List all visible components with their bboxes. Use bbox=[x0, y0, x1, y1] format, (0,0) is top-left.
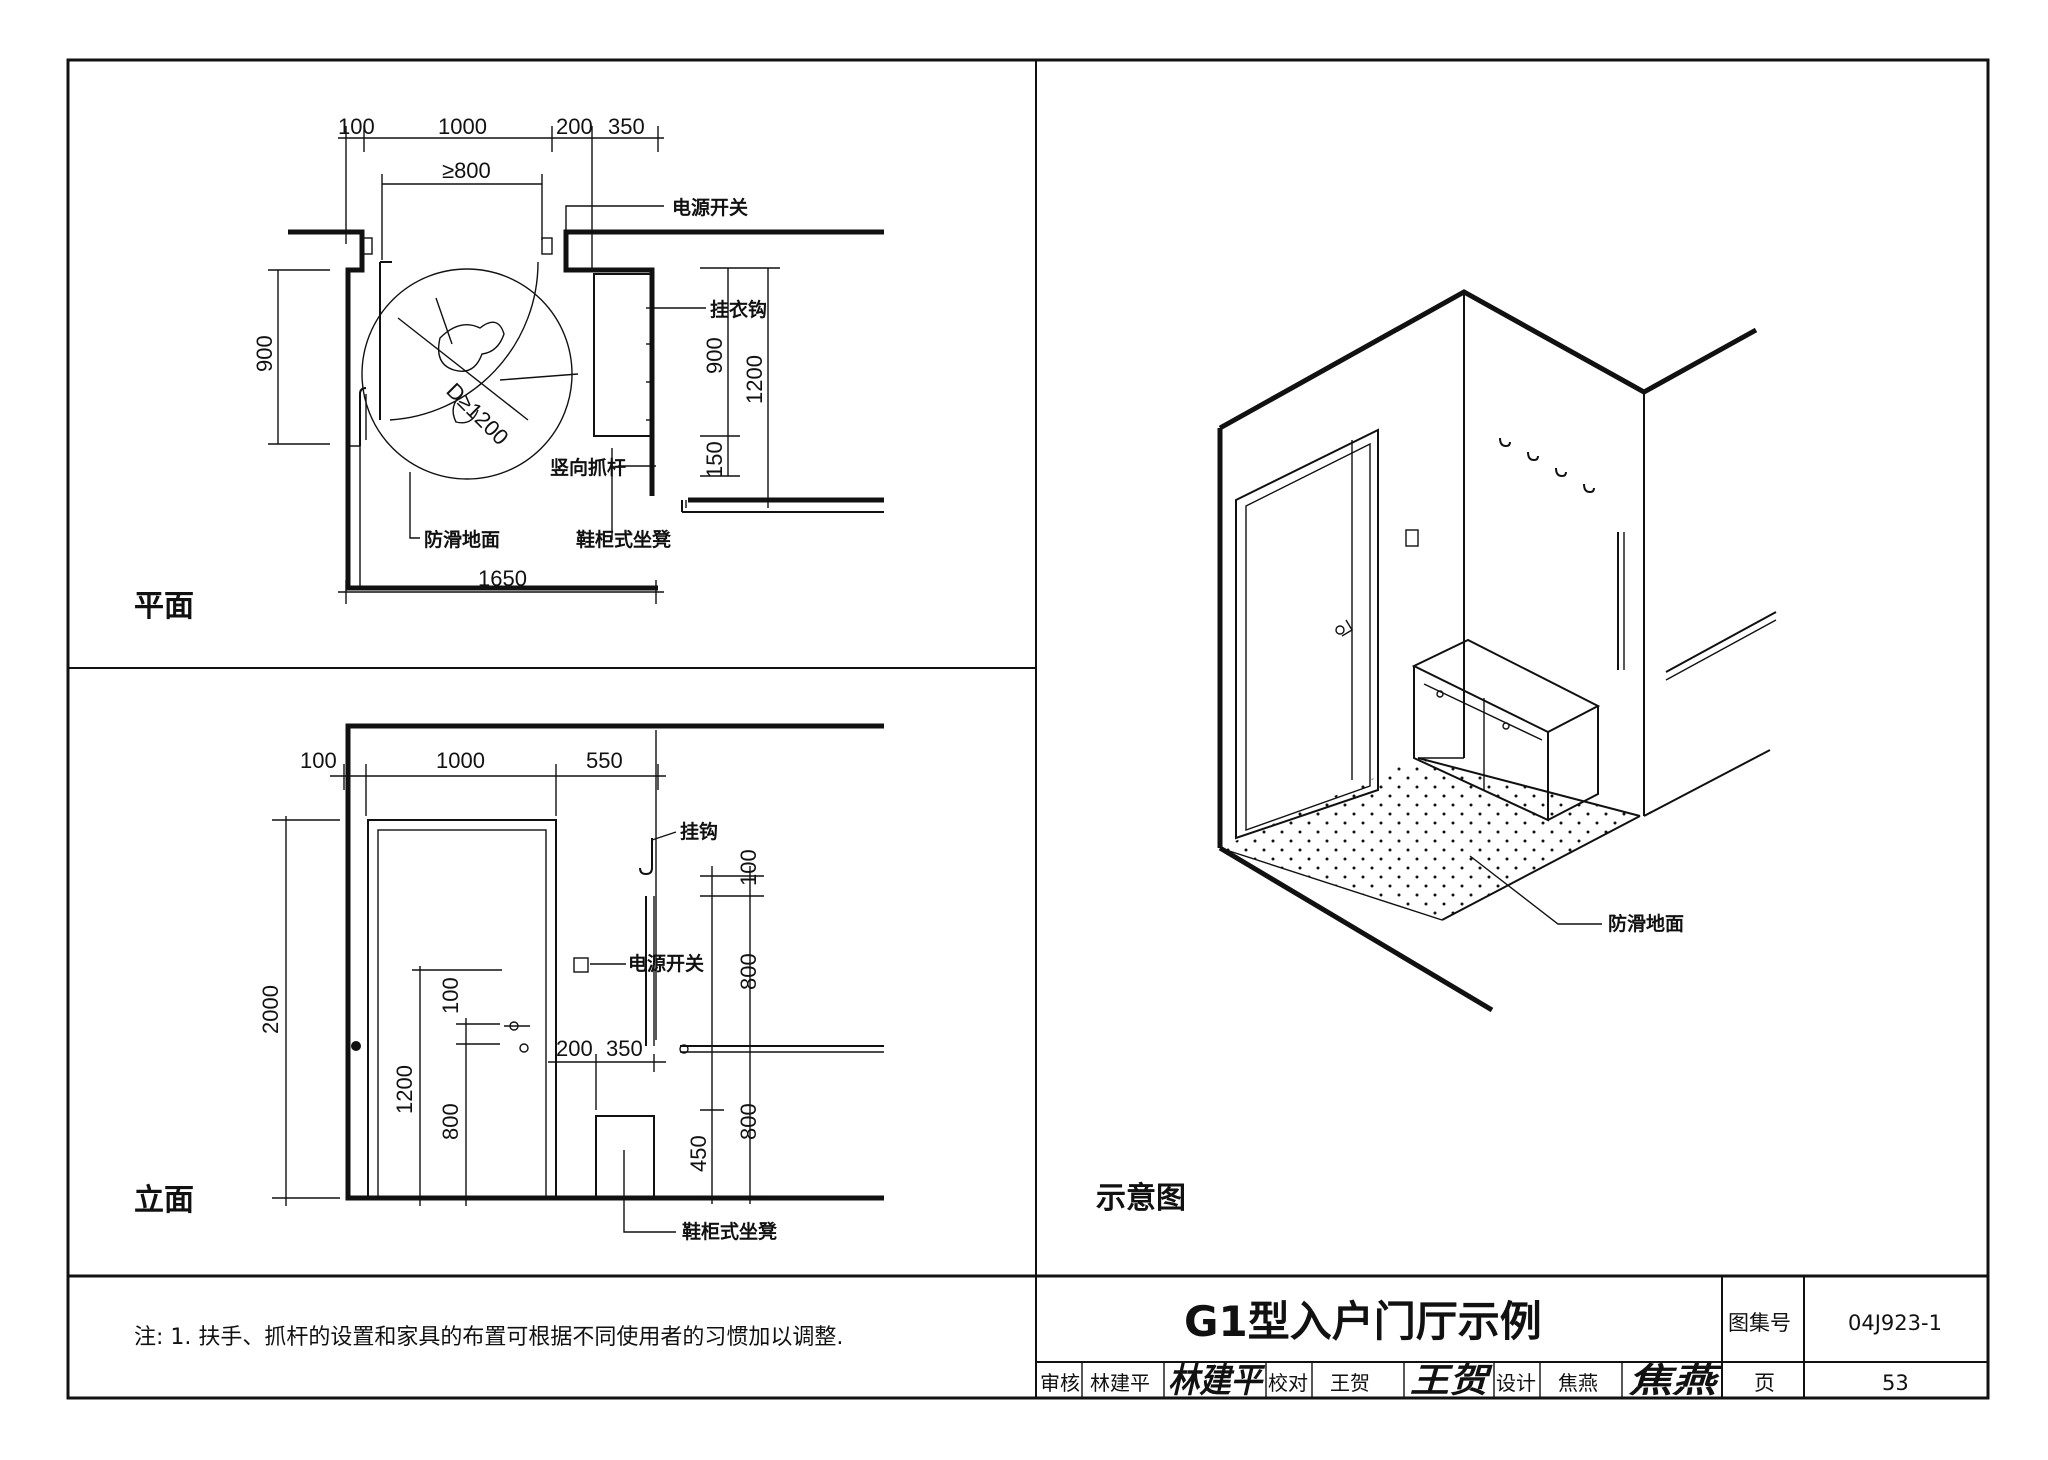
plan-dim-min-800: ≥800 bbox=[442, 158, 491, 183]
drawing-title: G1型入户门厅示例 bbox=[1184, 1297, 1542, 1346]
elev-dim-100: 100 bbox=[300, 748, 337, 773]
sheet-frame bbox=[66, 58, 1990, 1400]
plan-dim-left-900: 900 bbox=[252, 335, 277, 372]
turning-circle bbox=[361, 268, 573, 480]
plan-dim-1650: 1650 bbox=[478, 566, 527, 591]
elev-label-hook: 挂钩 bbox=[680, 820, 718, 843]
check-label: 校对 bbox=[1268, 1371, 1308, 1395]
elev-dim-right-800-bottom: 800 bbox=[736, 1103, 761, 1140]
illustration-view: 防滑地面 示意图 bbox=[1096, 289, 1777, 1216]
door-handle-3d bbox=[1335, 619, 1353, 637]
plan-label-shoe-bench: 鞋柜式坐凳 bbox=[576, 528, 672, 551]
elevation-hook-icon bbox=[639, 838, 653, 876]
hooks-3d-icon bbox=[1499, 437, 1595, 494]
circle-diameter-label: D≥1200 bbox=[441, 378, 513, 450]
elev-dim-right-100: 100 bbox=[736, 849, 761, 886]
plan-dim-1000: 1000 bbox=[438, 114, 487, 139]
plan-view: D≥1200 bbox=[134, 114, 884, 624]
elevation-view: 100 1000 550 2000 100 1200 800 200 3 bbox=[134, 723, 884, 1243]
elev-dim-handle-1200: 1200 bbox=[392, 1065, 417, 1114]
plan-dim-right-1200: 1200 bbox=[742, 355, 767, 404]
designer-name: 焦燕 bbox=[1558, 1371, 1598, 1395]
page-number: 53 bbox=[1882, 1371, 1909, 1395]
plan-dim-200: 200 bbox=[556, 114, 593, 139]
elev-dim-handle-800: 800 bbox=[438, 1103, 463, 1140]
elev-dim-200: 200 bbox=[556, 1036, 593, 1061]
elev-dim-handle-100: 100 bbox=[438, 977, 463, 1014]
elev-dim-350: 350 bbox=[606, 1036, 643, 1061]
reviewer-name: 林建平 bbox=[1090, 1371, 1150, 1395]
atlas-number: 04J923-1 bbox=[1848, 1311, 1942, 1335]
reviewer-signature: 林建平 bbox=[1168, 1361, 1266, 1401]
plan-dim-right-900: 900 bbox=[702, 337, 727, 374]
elev-dim-1000: 1000 bbox=[436, 748, 485, 773]
elev-dim-2000: 2000 bbox=[258, 985, 283, 1034]
elev-dim-right-450: 450 bbox=[686, 1135, 711, 1172]
shoe-bench-3d bbox=[1411, 638, 1601, 822]
elev-dim-550: 550 bbox=[586, 748, 623, 773]
plan-section-label: 平面 bbox=[134, 589, 194, 624]
atlas-label: 图集号 bbox=[1728, 1311, 1791, 1335]
illustration-section-label: 示意图 bbox=[1096, 1181, 1186, 1216]
plan-label-power-switch: 电源开关 bbox=[672, 196, 748, 219]
plan-dim-350: 350 bbox=[608, 114, 645, 139]
checker-name: 王贺 bbox=[1330, 1371, 1370, 1395]
switch-3d-icon bbox=[1405, 529, 1419, 547]
designer-signature: 焦燕 bbox=[1628, 1361, 1724, 1401]
plan-dim-right-150: 150 bbox=[702, 441, 727, 478]
elevation-section-label: 立面 bbox=[134, 1183, 194, 1218]
plan-dim-100: 100 bbox=[338, 114, 375, 139]
page-label: 页 bbox=[1754, 1371, 1775, 1395]
plan-label-grab-bar: 竖向抓杆 bbox=[550, 456, 626, 479]
wheelchair-icon bbox=[435, 297, 579, 424]
title-block: G1型入户门厅示例 图集号 04J923-1 页 53 审核 林建平 林建平 校… bbox=[1036, 1276, 1988, 1401]
elev-label-power-switch: 电源开关 bbox=[628, 952, 704, 975]
review-label: 审核 bbox=[1040, 1371, 1080, 1395]
elev-dim-right-800-top: 800 bbox=[736, 953, 761, 990]
illustration-label-anti-slip: 防滑地面 bbox=[1608, 912, 1684, 935]
elev-label-shoe-bench: 鞋柜式坐凳 bbox=[682, 1220, 778, 1243]
notes-text: 注: 1. 扶手、抓杆的设置和家具的布置可根据不同使用者的习惯加以调整. bbox=[134, 1325, 843, 1350]
elevation-power-switch-icon bbox=[573, 957, 589, 973]
door-handle bbox=[504, 1021, 530, 1053]
plan-label-anti-slip: 防滑地面 bbox=[424, 528, 500, 551]
design-label: 设计 bbox=[1496, 1371, 1536, 1395]
checker-signature: 王贺 bbox=[1410, 1361, 1494, 1401]
plan-label-coat-hook: 挂衣钩 bbox=[710, 298, 767, 321]
